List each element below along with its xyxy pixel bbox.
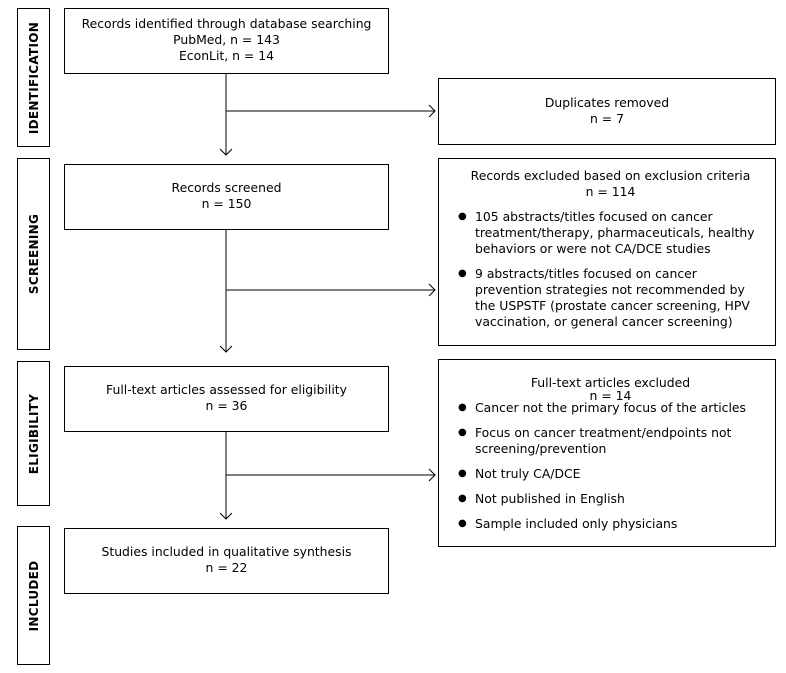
arrowhead-excluded-records xyxy=(428,283,436,297)
records-identified-econlit: EconLit, n = 14 xyxy=(178,48,275,63)
screened-title: Records screened xyxy=(171,180,282,195)
box-records-screened: Records screened n = 150 xyxy=(64,164,389,230)
records-excluded-bullet: 105 abstracts/titles focused on cancer t… xyxy=(458,209,763,257)
records-excluded-bullet: 9 abstracts/titles focused on cancer pre… xyxy=(458,266,763,330)
phase-screening: SCREENING xyxy=(17,158,50,350)
arrowhead-duplicates xyxy=(428,104,436,118)
phase-included: INCLUDED xyxy=(17,526,50,665)
box-records-excluded: Records excluded based on exclusion crit… xyxy=(438,158,776,346)
included-count: n = 22 xyxy=(205,560,248,575)
box-duplicates-removed: Duplicates removed n = 7 xyxy=(438,78,776,145)
arrowhead-included xyxy=(219,512,233,520)
box-fulltext-assessed: Full-text articles assessed for eligibil… xyxy=(64,366,389,432)
fulltext-excluded-title: Full-text articles excluded xyxy=(530,375,691,390)
fulltext-title: Full-text articles assessed for eligibil… xyxy=(106,382,347,397)
duplicates-title: Duplicates removed xyxy=(544,95,670,110)
included-title: Studies included in qualitative synthesi… xyxy=(101,544,352,559)
fulltext-excluded-bullet: Sample included only physicians xyxy=(458,516,763,532)
arrowhead-screened xyxy=(219,148,233,156)
fulltext-excluded-bullet: Not published in English xyxy=(458,491,763,507)
arrowhead-fulltext-excluded xyxy=(428,468,436,482)
screened-count: n = 150 xyxy=(201,196,252,211)
records-excluded-count: n = 114 xyxy=(585,184,636,199)
fulltext-excluded-bullet: Not truly CA/DCE xyxy=(458,466,763,482)
records-excluded-title: Records excluded based on exclusion crit… xyxy=(470,168,751,183)
duplicates-count: n = 7 xyxy=(590,111,624,126)
phase-eligibility: ELIGIBILITY xyxy=(17,361,50,506)
box-fulltext-excluded: Full-text articles excluded n = 14 Cance… xyxy=(438,359,776,547)
arrowhead-fulltext xyxy=(219,345,233,353)
fulltext-count: n = 36 xyxy=(205,398,248,413)
records-identified-title: Records identified through database sear… xyxy=(81,16,372,31)
fulltext-excluded-bullet: Cancer not the primary focus of the arti… xyxy=(458,400,763,416)
box-records-identified: Records identified through database sear… xyxy=(64,8,389,74)
records-identified-pubmed: PubMed, n = 143 xyxy=(173,32,280,47)
box-studies-included: Studies included in qualitative synthesi… xyxy=(64,528,389,594)
phase-identification: IDENTIFICATION xyxy=(17,8,50,147)
fulltext-excluded-bullet: Focus on cancer treatment/endpoints not … xyxy=(458,425,763,457)
